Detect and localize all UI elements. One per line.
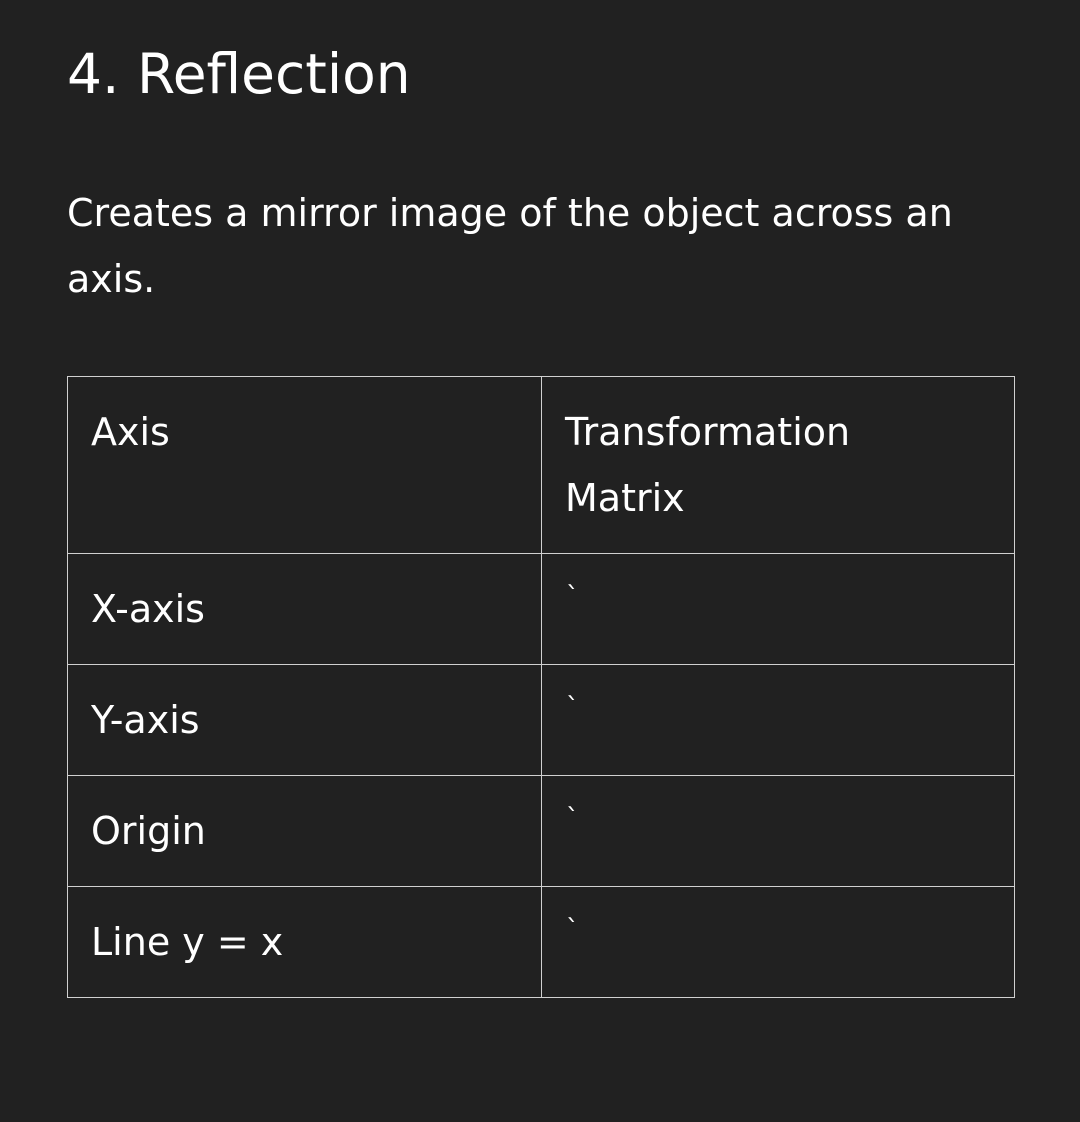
section-description: Creates a mirror image of the object acr… [67,191,953,301]
matrix-value: ` [566,915,579,945]
matrix-cell: ` [541,553,1015,665]
matrix-cell: ` [541,664,1015,776]
table-row: X-axis ` [67,553,1015,665]
table-row: Line y = x ` [67,886,1015,998]
axis-cell: X-axis [67,553,542,665]
matrix-cell: ` [541,886,1015,998]
matrix-cell: ` [541,775,1015,887]
table-header-row: Axis Transformation Matrix [67,376,1015,554]
page-title: 4. Reflection [67,42,411,106]
axis-cell: Line y = x [67,886,542,998]
header-transformation-matrix: Transformation Matrix [541,376,1015,554]
matrix-value: ` [566,804,579,834]
table-row: Y-axis ` [67,664,1015,776]
reflection-table: Axis Transformation Matrix X-axis ` Y-ax… [67,376,1015,998]
axis-cell: Y-axis [67,664,542,776]
matrix-value: ` [566,582,579,612]
table-row: Origin ` [67,775,1015,887]
matrix-value: ` [566,693,579,723]
axis-cell: Origin [67,775,542,887]
header-axis: Axis [67,376,542,554]
